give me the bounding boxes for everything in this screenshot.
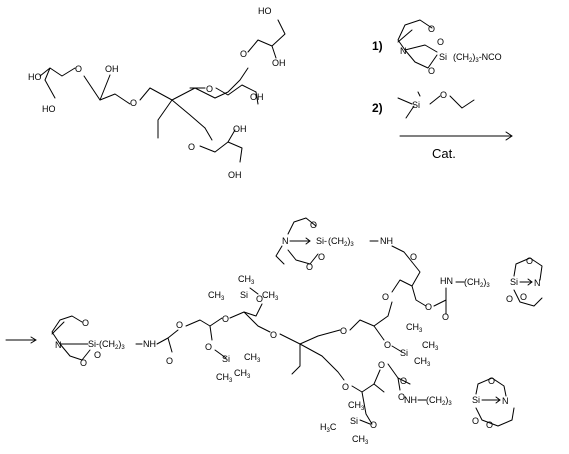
left-si: Si-: [88, 339, 99, 349]
upper-tms-ch3-a: CH3: [208, 290, 225, 302]
oh-lower-2: OH: [228, 170, 242, 180]
top-o-3: O: [318, 252, 325, 262]
oh-upper-1: OH: [272, 58, 286, 68]
reagent-o-3: O: [428, 66, 435, 76]
top-si: Si-: [316, 236, 327, 246]
tms-si: Si: [412, 100, 420, 110]
reagent-n: N: [400, 46, 407, 56]
bottom-n: N: [502, 396, 509, 406]
left-carbonyl-o: O: [166, 356, 173, 366]
reaction-arrow: Cat.: [399, 131, 513, 161]
bottom-o-3: O: [486, 420, 493, 430]
upper-right-o-1: O: [526, 256, 533, 266]
upper-right-si: Si: [510, 277, 518, 287]
reagent-chain: (CH2)3-NCO: [453, 52, 502, 64]
lower-tms-o: O: [205, 342, 212, 352]
product: N O O O Si- (CH2)3 NH O O O Si CH3 CH3 C…: [51, 217, 543, 446]
upper-right-hn: HN: [440, 276, 453, 286]
top-carbonyl-o: O: [410, 252, 417, 262]
upper-right-ether-o: O: [382, 292, 389, 302]
upper-tms-ch3-c: CH3: [238, 274, 255, 286]
lower-tms-si: Si: [222, 354, 230, 364]
catalyst-label: Cat.: [432, 146, 456, 161]
step-2-number: 2): [372, 101, 383, 115]
continuation-arrow: [5, 336, 37, 344]
reagent-o-2: O: [437, 37, 444, 47]
upper-tms-si: Si: [240, 290, 248, 300]
top-o-2: O: [306, 262, 313, 272]
step-1-number: 1): [372, 39, 383, 53]
o-mid-ether: O: [206, 84, 213, 94]
o-left-ether: O: [130, 98, 137, 108]
left-o-3: O: [94, 350, 101, 360]
left-o-2: O: [80, 358, 87, 368]
left-nh: NH: [143, 339, 156, 349]
bottom-si: Si: [472, 395, 480, 405]
left-o-1: O: [82, 318, 89, 328]
ho-upper: HO: [258, 6, 272, 16]
starting-polyol: O OH O HO HO O OH HO O OH O OH OH: [28, 6, 286, 180]
reagent-2: 2) Si O: [372, 90, 475, 119]
core-o-left: O: [270, 330, 277, 340]
bottom-tms-ch3-b: CH3: [352, 434, 369, 446]
upper-right-o-3: O: [506, 294, 513, 304]
upper-tms-o: O: [256, 294, 263, 304]
oh-left: OH: [105, 64, 119, 74]
reagent-o-1: O: [428, 24, 435, 34]
left-n: N: [55, 340, 62, 350]
ho-left-1: HO: [28, 72, 42, 82]
top-n: N: [282, 236, 289, 246]
tms-o: O: [440, 90, 447, 100]
upper-right-n: N: [534, 278, 541, 288]
top-o-1: O: [310, 220, 317, 230]
upper-right-o-2: O: [520, 292, 527, 302]
o-left-ether2: O: [75, 64, 82, 74]
upper-chain-o: O: [222, 314, 229, 324]
oh-lower-1: OH: [233, 124, 247, 134]
left-ester-o: O: [176, 320, 183, 330]
o-lower-ether: O: [188, 142, 195, 152]
reagent-si: Si: [439, 52, 447, 62]
mid-tms-si: Si: [400, 348, 408, 358]
o-upper-ether: O: [240, 49, 247, 59]
bottom-carbonyl-o: O: [398, 392, 405, 402]
mid-tms-ch3-c: CH3: [414, 356, 431, 368]
mid-tms-ch3-a: CH3: [406, 322, 423, 334]
bottom-nh: NH: [404, 395, 417, 405]
lower-tms-ch3-b: CH3: [234, 368, 251, 380]
upper-right-chain: (CH2)3: [464, 277, 490, 289]
left-chain: (CH2)3: [99, 339, 125, 351]
mid-tms-ch3-b: CH3: [422, 340, 439, 352]
upper-right-carbonyl-o: O: [442, 312, 449, 322]
top-nh: NH: [380, 236, 393, 246]
bottom-ether-o: O: [342, 382, 349, 392]
ho-left-2: HO: [42, 104, 56, 114]
lower-tms-ch3-c: CH3: [244, 352, 261, 364]
core-o-right: O: [340, 326, 347, 336]
oh-mid: OH: [250, 92, 264, 102]
bottom-ester-o: O: [378, 360, 385, 370]
upper-right-ester-o: O: [425, 302, 432, 312]
mid-tms-o: O: [384, 340, 391, 350]
bottom-carbonyl-o2: O: [400, 376, 407, 386]
bottom-o-2: O: [472, 416, 479, 426]
lower-tms-ch3-a: CH3: [216, 372, 233, 384]
bottom-o-1: O: [488, 376, 495, 386]
bottom-tms-o: O: [370, 420, 377, 430]
bottom-tms-si: Si: [350, 416, 358, 426]
bottom-tms-ch3-a: CH3: [348, 400, 365, 412]
reagent-1: 1) N O O O Si (CH2)3-NCO: [372, 19, 502, 76]
top-chain: (CH2)3: [328, 236, 354, 248]
bottom-chain: (CH2)3: [426, 395, 452, 407]
upper-tms-ch3-b: CH3: [262, 290, 279, 302]
bottom-tms-h3c: H3C: [320, 422, 337, 434]
